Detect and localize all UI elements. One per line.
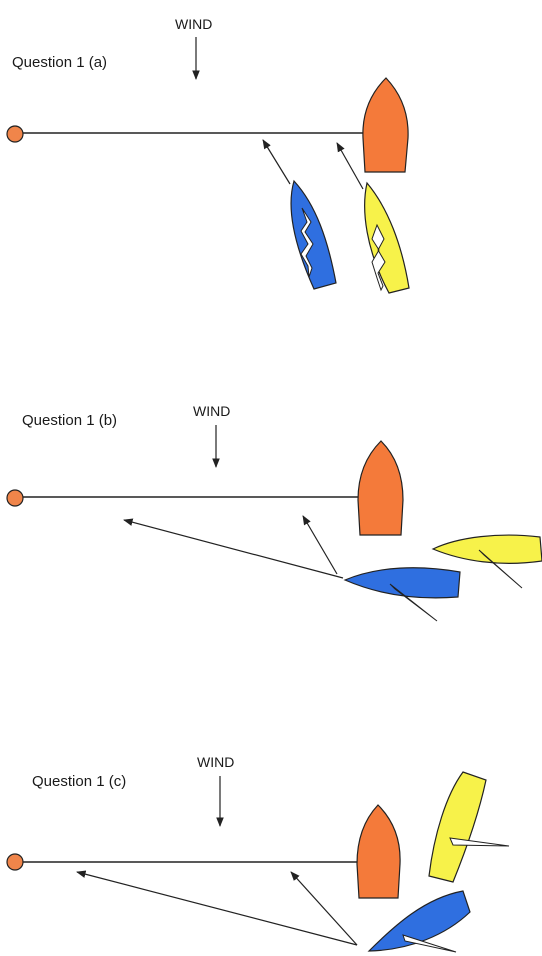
panel-c-wind-label: WIND <box>197 754 234 770</box>
panel-c-blue-course-arrow-to-pin <box>76 870 358 946</box>
panel-c-pin-mark <box>6 853 24 871</box>
panel-b-committee-boat <box>357 440 404 536</box>
panel-c-blue-boat-sail <box>402 934 457 953</box>
panel-a-committee-boat <box>362 77 409 173</box>
panel-b-blue-boat-sail <box>389 583 438 622</box>
panel-a-label: Question 1 (a) <box>12 54 107 71</box>
panel-c-blue-course-arrow-up <box>290 871 358 946</box>
panel-b-blue-course-arrow-to-pin <box>123 518 344 579</box>
panel-a-blue-boat <box>290 179 337 290</box>
panel-a-pin-mark <box>6 125 24 143</box>
panel-b-blue-boat <box>343 567 461 599</box>
panel-b: Question 1 (b) WIND <box>6 403 542 622</box>
panel-a-blue-boat-sail <box>300 207 314 278</box>
panel-a-wind-label: WIND <box>175 16 212 32</box>
panel-c: Question 1 (c) WIND <box>6 754 510 953</box>
panel-a-yellow-course-arrow <box>336 142 364 190</box>
panel-c-yellow-boat-sail <box>449 837 510 847</box>
panel-b-yellow-boat <box>431 534 542 564</box>
panel-c-committee-boat <box>356 804 401 899</box>
panel-c-label: Question 1 (c) <box>32 773 126 790</box>
panel-b-yellow-boat-sail <box>478 549 523 589</box>
panel-b-pin-mark <box>6 489 24 507</box>
panel-b-wind-label: WIND <box>193 403 230 419</box>
panel-b-blue-course-arrow-up <box>302 515 338 575</box>
panel-a-yellow-boat <box>364 181 410 294</box>
panel-b-label: Question 1 (b) <box>22 412 117 429</box>
panel-a-yellow-boat-sail <box>371 223 386 292</box>
panel-a-blue-course-arrow <box>262 139 291 185</box>
panel-c-blue-boat <box>367 890 471 952</box>
panel-c-yellow-boat <box>428 771 487 883</box>
panel-a: Question 1 (a) WIND <box>6 16 410 294</box>
